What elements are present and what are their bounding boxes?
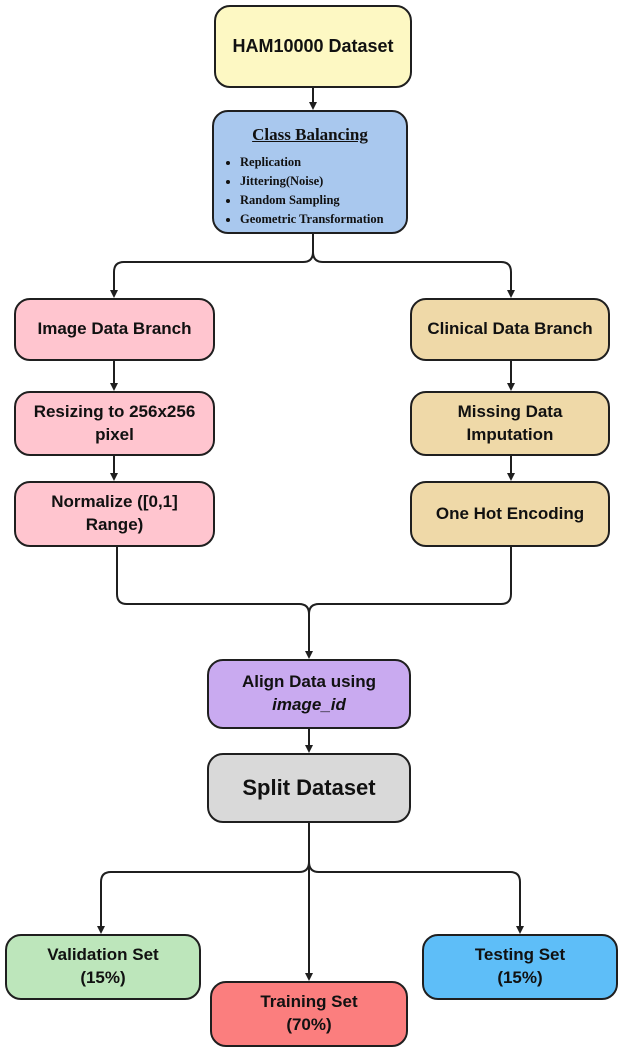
- training-set-label: Training Set: [260, 992, 358, 1012]
- encoding-label: One Hot Encoding: [435, 503, 585, 523]
- encoding-node: One Hot Encoding: [410, 481, 610, 547]
- arrow-split-to-validation: [97, 823, 310, 934]
- class-balancing-item: Random Sampling: [240, 191, 406, 210]
- normalize-label-line1: Normalize ([0,1]: [51, 492, 178, 512]
- training-set-pct: (70%): [286, 1015, 332, 1034]
- dataset-label: HAM10000 Dataset: [232, 36, 394, 57]
- testing-set-label: Testing Set: [474, 945, 566, 965]
- clinical-branch-node: Clinical Data Branch: [410, 298, 610, 361]
- testing-set-node: Testing Set (15%): [422, 934, 618, 1000]
- training-set-node: Training Set (70%): [210, 981, 408, 1047]
- clinical-branch-label: Clinical Data Branch: [427, 319, 593, 339]
- imputation-label-line1: Missing Data: [457, 401, 563, 421]
- resize-node: Resizing to 256x256 pixel: [14, 391, 215, 456]
- align-label-line2: image_id: [272, 695, 346, 714]
- arrow-balancing-to-image-branch: [110, 234, 314, 298]
- validation-set-label: Validation Set: [47, 945, 159, 965]
- validation-set-pct: (15%): [80, 968, 126, 987]
- align-label-line1: Align Data using: [241, 672, 377, 692]
- align-node: Align Data using image_id: [207, 659, 411, 729]
- class-balancing-item: Replication: [240, 153, 406, 172]
- arrow-balancing-to-clinical-branch: [312, 251, 515, 298]
- normalize-label-line2: Range): [85, 515, 144, 534]
- image-branch-node: Image Data Branch: [14, 298, 215, 361]
- dataset-node: HAM10000 Dataset: [214, 5, 412, 88]
- split-label: Split Dataset: [242, 775, 376, 801]
- split-node: Split Dataset: [207, 753, 411, 823]
- imputation-node: Missing Data Imputation: [410, 391, 610, 456]
- merge-clinical-branch: [308, 547, 512, 615]
- merge-image-branch: [116, 547, 310, 615]
- arrow-split-to-testing: [308, 861, 524, 934]
- class-balancing-title: Class Balancing: [252, 125, 368, 144]
- class-balancing-item: Jittering(Noise): [240, 172, 406, 191]
- resize-label-line1: Resizing to 256x256: [33, 401, 196, 421]
- normalize-node: Normalize ([0,1] Range): [14, 481, 215, 547]
- validation-set-node: Validation Set (15%): [5, 934, 201, 1000]
- image-branch-label: Image Data Branch: [37, 319, 192, 339]
- class-balancing-list: Replication Jittering(Noise) Random Samp…: [214, 153, 406, 229]
- class-balancing-node: Class Balancing Replication Jittering(No…: [212, 110, 408, 234]
- imputation-label-line2: Imputation: [466, 424, 554, 444]
- resize-label-line2: pixel: [95, 424, 134, 444]
- testing-set-pct: (15%): [497, 968, 543, 987]
- class-balancing-item: Geometric Transformation: [240, 210, 406, 229]
